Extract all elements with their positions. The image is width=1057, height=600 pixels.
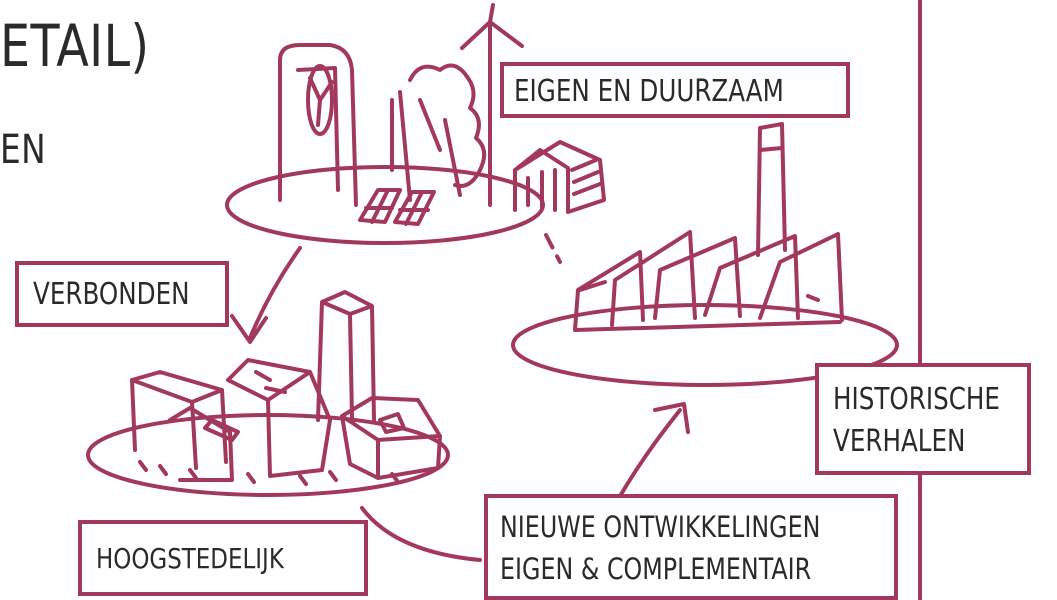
label-hoogstedelijk: HOOGSTEDELIJK bbox=[78, 520, 368, 596]
label-historische-verhalen: HISTORISCHE VERHALEN bbox=[815, 363, 1031, 475]
page-title: ETAIL) bbox=[0, 14, 149, 78]
label-verbonden-text: VERBONDEN bbox=[33, 277, 190, 313]
label-nieuwe-line2: EIGEN & COMPLEMENTAIR bbox=[500, 550, 823, 588]
arrow-up-to-right bbox=[615, 410, 680, 505]
label-eigen-duurzaam-text: EIGEN EN DUURZAAM bbox=[514, 74, 786, 110]
label-verbonden: VERBONDEN bbox=[15, 261, 229, 327]
tree-cluster bbox=[392, 66, 484, 201]
label-historische-line2: VERHALEN bbox=[833, 423, 992, 461]
small-house bbox=[515, 142, 604, 212]
page-subtitle: EN bbox=[0, 128, 46, 172]
connector-top-to-right bbox=[546, 235, 560, 262]
connector-left-to-bottom bbox=[362, 508, 480, 560]
block-building-right bbox=[342, 398, 440, 478]
solar-panels bbox=[360, 190, 434, 224]
factory-building bbox=[575, 232, 842, 330]
arrow-top-to-left bbox=[250, 248, 300, 338]
label-eigen-duurzaam: EIGEN EN DUURZAAM bbox=[500, 62, 850, 118]
label-hoogstedelijk-text: HOOGSTEDELIJK bbox=[96, 542, 316, 576]
chimney bbox=[758, 124, 785, 255]
label-historische-line1: HISTORISCHE bbox=[833, 381, 992, 419]
label-nieuwe-ontwikkelingen: NIEUWE ONTWIKKELINGEN EIGEN & COMPLEMENT… bbox=[484, 494, 898, 600]
label-nieuwe-line1: NIEUWE ONTWIKKELINGEN bbox=[500, 508, 823, 546]
island-top bbox=[227, 167, 543, 243]
